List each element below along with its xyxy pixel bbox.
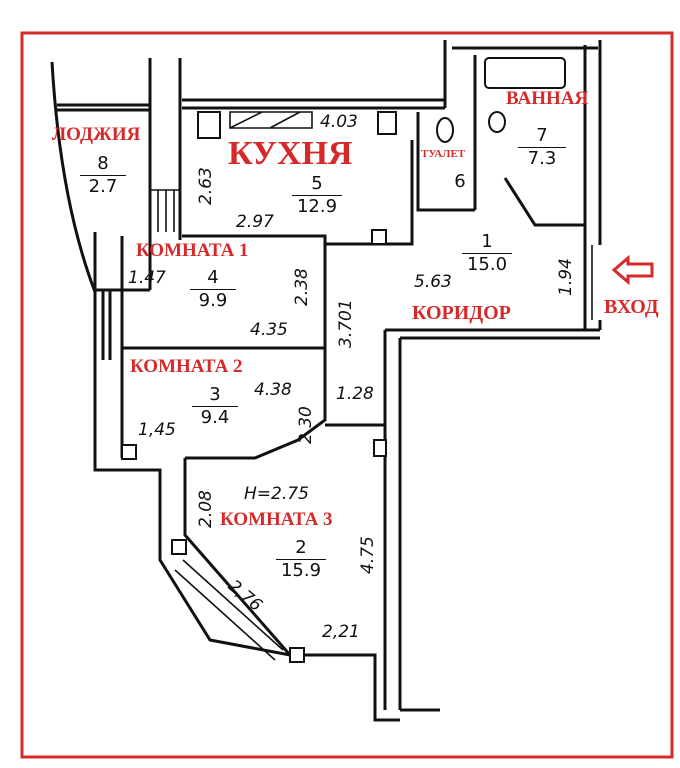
dim: 4.03 xyxy=(320,112,358,132)
dim: 2,21 xyxy=(322,622,360,642)
loggia-curved-wall xyxy=(50,61,97,293)
dim: 4.75 xyxy=(358,536,378,574)
column-block xyxy=(373,439,387,457)
label-loggia: ЛОДЖИЯ xyxy=(52,124,141,145)
dim: 4.38 xyxy=(254,380,292,400)
column-block xyxy=(121,444,137,460)
dim: 5.63 xyxy=(414,272,452,292)
right-wall xyxy=(583,40,602,330)
dim: 2.97 xyxy=(236,212,274,232)
dim: 2.30 xyxy=(296,406,316,444)
column-block xyxy=(371,229,387,245)
dim: 4.35 xyxy=(250,320,288,340)
label-kitchen: КУХНЯ xyxy=(228,135,353,172)
kitchen-top-wall xyxy=(182,40,447,110)
kitchen-right-wall xyxy=(325,140,414,246)
corridor-walls xyxy=(383,328,600,712)
dim: 1.47 xyxy=(128,268,166,288)
room-6: 6 xyxy=(454,171,466,192)
dim: 2.63 xyxy=(196,167,216,205)
bathtub-icon xyxy=(484,57,566,89)
dim: 1.28 xyxy=(336,384,374,404)
room-walls xyxy=(182,234,327,460)
bath-walls xyxy=(416,46,598,212)
column-block xyxy=(289,647,305,663)
outer-left-wall xyxy=(93,232,400,722)
dim: 1.94 xyxy=(556,258,576,296)
window xyxy=(101,290,112,360)
ceiling-height: H=2.75 xyxy=(244,484,309,504)
room3-wall xyxy=(183,458,292,656)
bath-diagonal-wall xyxy=(503,177,585,227)
label-room1: КОМНАТА 1 xyxy=(136,240,249,261)
sink-icon xyxy=(377,111,397,135)
label-bathroom: ВАННАЯ xyxy=(506,88,589,109)
arrow-left-icon xyxy=(611,254,654,286)
label-corridor: КОРИДОР xyxy=(412,302,511,324)
room-partitions xyxy=(120,236,385,458)
room3-window xyxy=(174,559,284,661)
label-room2: КОМНАТА 2 xyxy=(130,356,243,377)
label-entrance: ВХОД xyxy=(604,296,659,318)
label-toilet: ТУАЛЕТ xyxy=(421,148,466,160)
washbasin-icon xyxy=(488,111,506,133)
toilet-icon xyxy=(436,117,454,143)
column-block xyxy=(171,539,187,555)
red-frame xyxy=(20,31,674,759)
loggia-wall xyxy=(57,103,150,112)
stove-icon xyxy=(197,111,221,139)
dim: 2.38 xyxy=(292,268,312,306)
loggia-door xyxy=(150,189,180,232)
counter xyxy=(229,111,313,129)
dim: 2.08 xyxy=(196,490,216,528)
dim: 3.701 xyxy=(336,299,356,348)
dim: 1,45 xyxy=(138,420,176,440)
label-room3: КОМНАТА 3 xyxy=(220,509,333,530)
